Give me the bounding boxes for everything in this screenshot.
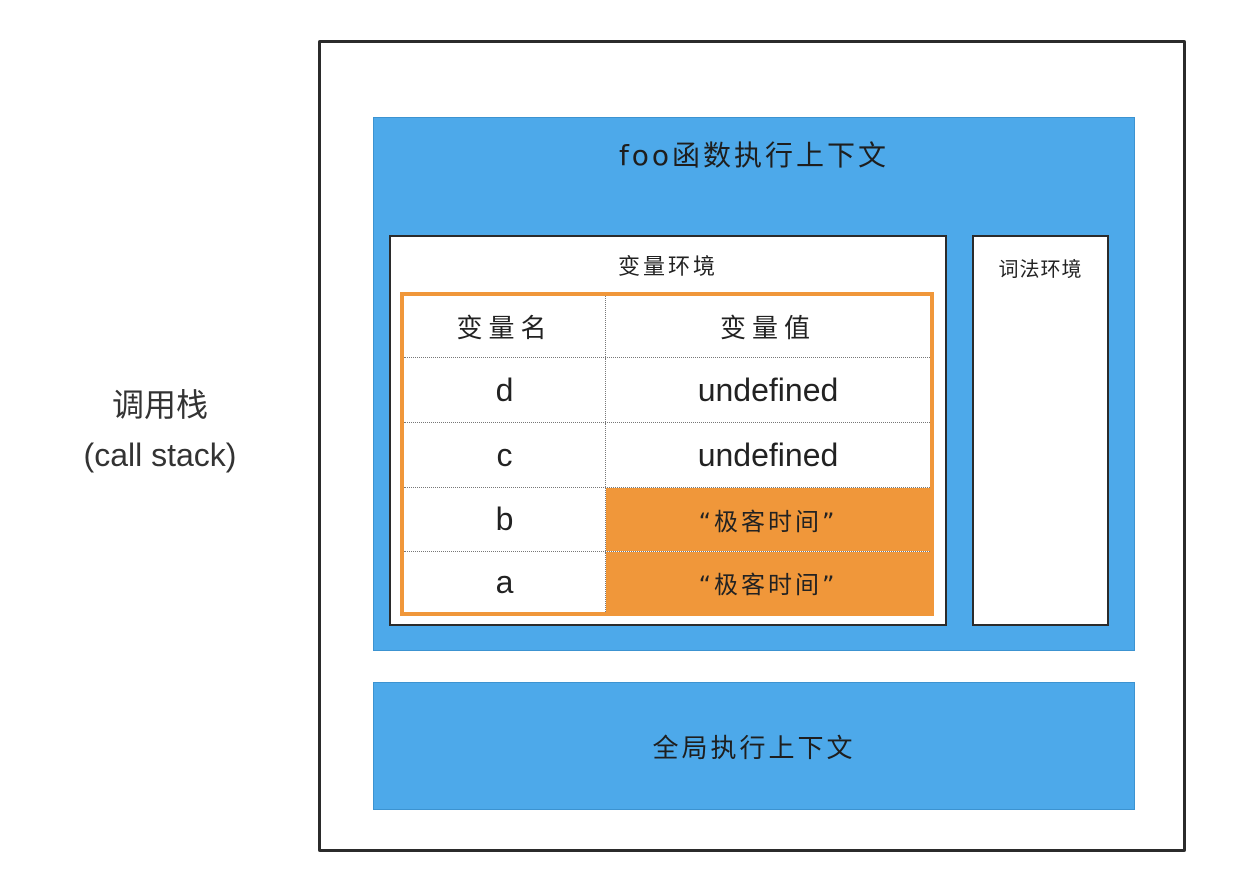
row-name: b (495, 501, 514, 537)
row-value: undefined (697, 436, 839, 473)
row-name: c (496, 436, 513, 473)
header-cell-name: 变量名 (404, 296, 606, 357)
table-row: d undefined (404, 358, 930, 423)
call-stack-label-en: (call stack) (83, 437, 237, 473)
row-value-cell: undefined (606, 423, 930, 487)
row-value-cell-highlighted: “极客时间” (606, 488, 930, 551)
row-name-cell: a (404, 552, 606, 612)
header-value-label: 变量值 (719, 314, 816, 344)
global-execution-context: 全局执行上下文 (373, 682, 1135, 810)
row-value: undefined (697, 371, 839, 408)
global-execution-context-title: 全局执行上下文 (652, 733, 856, 764)
lexical-environment-title: 词法环境 (998, 257, 1083, 281)
row-value-cell-highlighted: “极客时间” (606, 552, 930, 612)
row-name: d (495, 371, 514, 408)
call-stack-label-cn: 调用栈 (111, 387, 208, 423)
variable-table-header: 变量名 变量值 (404, 296, 930, 358)
header-cell-value: 变量值 (606, 296, 930, 357)
variable-table: 变量名 变量值 d undefined c undefined b “极客时间”… (400, 292, 934, 616)
foo-execution-context-title: foo函数执行上下文 (618, 139, 890, 172)
call-stack-label: 调用栈 (call stack) (40, 380, 280, 480)
row-value-cell: undefined (606, 358, 930, 422)
row-value: “极客时间” (698, 508, 838, 536)
lexical-environment: 词法环境 (972, 235, 1109, 626)
row-name-cell: c (404, 423, 606, 487)
variable-environment-title: 变量环境 (617, 255, 718, 280)
row-name-cell: b (404, 488, 606, 551)
row-value: “极客时间” (698, 570, 838, 599)
row-name-cell: d (404, 358, 606, 422)
call-stack-frame (318, 40, 1186, 852)
row-name: a (495, 563, 514, 600)
table-row: c undefined (404, 423, 930, 488)
table-row: a “极客时间” (404, 552, 930, 612)
table-row: b “极客时间” (404, 488, 930, 552)
header-name-label: 变量名 (456, 314, 553, 344)
